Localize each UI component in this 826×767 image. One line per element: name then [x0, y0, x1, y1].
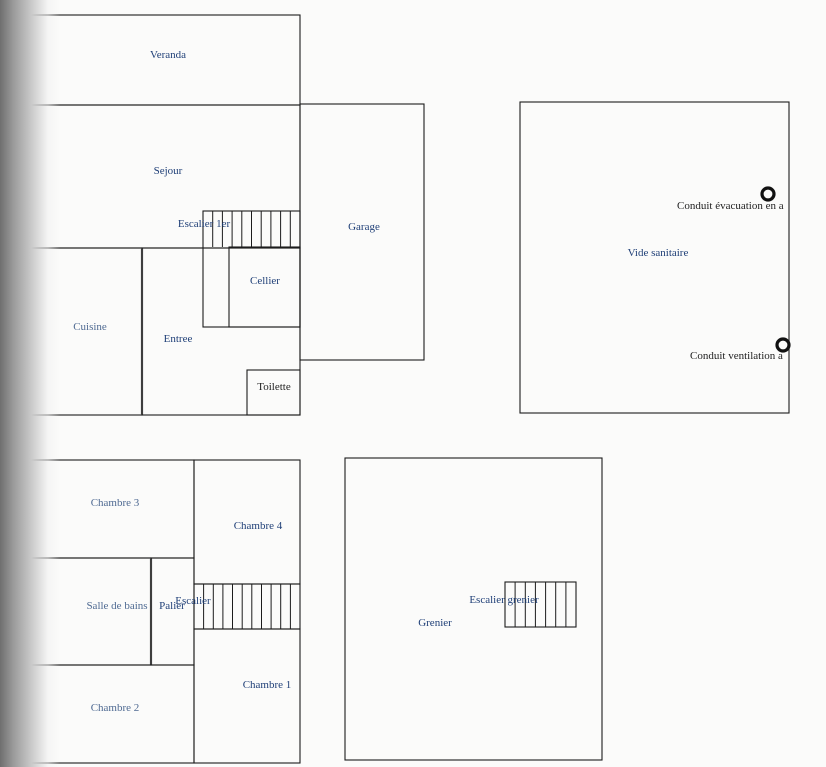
label-salle-de-bains: Salle de bains: [86, 600, 147, 612]
room-chambre-1: [193, 628, 301, 764]
label-conduit-evacuation: Conduit évacuation en a: [677, 200, 784, 212]
stairs-escalier-grenier: [514, 582, 567, 627]
label-grenier: Grenier: [418, 617, 452, 629]
room-toilette: [246, 369, 301, 416]
ring-icon: [775, 337, 791, 353]
label-escalier: Escalier: [175, 595, 211, 607]
label-vide-sanitaire: Vide sanitaire: [628, 247, 689, 259]
clip-conduit-ventilation: Conduit ventilation a: [690, 350, 783, 362]
ground-floor-plan: Veranda Sejour Garage Escalier 1er Celli…: [29, 14, 425, 416]
label-cellier: Cellier: [250, 275, 280, 287]
stairs-escalier-1er: [212, 211, 291, 247]
label-chambre-2: Chambre 2: [91, 702, 140, 714]
room-entree: [141, 247, 301, 416]
stair-grenier-outline: [504, 581, 577, 628]
crawl-space-plan: Vide sanitaire Conduit évacuation en a C…: [519, 101, 791, 414]
attic-plan: Grenier Escalier grenier: [344, 457, 603, 761]
room-vide-sanitaire: [519, 101, 790, 414]
label-toilette: Toilette: [257, 381, 291, 393]
label-palier: Palier: [159, 600, 185, 612]
label-escalier-1er: Escalier 1er: [178, 218, 231, 230]
ring-icon: [760, 186, 776, 202]
label-entree: Entree: [164, 333, 193, 345]
stairs-escalier: [203, 584, 291, 629]
room-chambre-2: [29, 664, 195, 764]
first-floor-plan: Chambre 3 Chambre 4 Salle de bains Palie…: [29, 459, 301, 764]
label-cuisine: Cuisine: [73, 321, 107, 333]
label-chambre-4: Chambre 4: [234, 520, 283, 532]
label-veranda: Veranda: [150, 49, 186, 61]
room-grenier: [344, 457, 603, 761]
room-chambre-3: [29, 459, 195, 559]
clip-conduit-evacuation: Conduit évacuation en a: [677, 200, 784, 212]
label-garage: Garage: [348, 221, 380, 233]
label-escalier-grenier: Escalier grenier: [469, 594, 539, 606]
label-conduit-ventilation: Conduit ventilation a: [690, 350, 783, 362]
label-chambre-1: Chambre 1: [243, 679, 292, 691]
label-sejour: Sejour: [154, 165, 183, 177]
label-chambre-3: Chambre 3: [91, 497, 140, 509]
room-cellier: [228, 246, 301, 328]
